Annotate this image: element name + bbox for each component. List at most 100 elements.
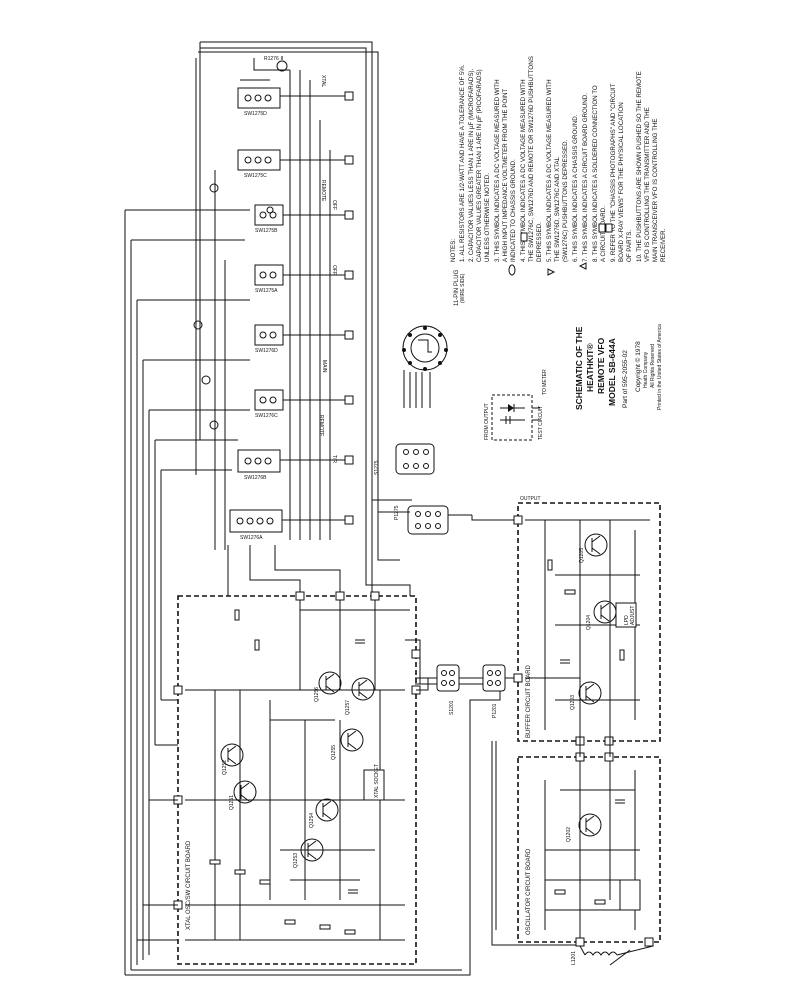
title-line-1: SCHEMATIC OF THE [574,326,584,410]
lpd-label: LPD [624,615,630,625]
transistor-q1257: Q1257 [345,677,375,715]
connectors-mid: P1275 S1201 P1201 [372,499,518,718]
transistor-q1253: Q1253 [293,838,324,868]
board-oscillator: OSCILLATOR CIRCUIT BOARD Q1202 [517,741,661,966]
title-line-4: MODEL SB-644A [607,338,617,406]
switch-sw1275b: SW1275B [254,204,284,234]
note-6: 6. THIS SYMBOL INDICATES A CHASSIS GROUN… [572,114,579,262]
svg-text:R1276: R1276 [264,56,279,62]
plug-p1275-label: P1275 [394,505,400,520]
note-9c: OF PARTS. [626,230,633,262]
transistor-q1252: Q1252 [220,743,244,775]
note-10a: 10. THE PUSHBUTTONS ARE SHOWN PUSHED SO … [636,71,643,262]
switch-wiring: R1276 [124,41,471,976]
note-symbols [508,223,613,276]
xtal-socket-label: XTAL SOCKET [374,764,380,798]
switch-label-1275b: SW1275B [255,228,278,234]
plug-label: 11-PIN PLUG [454,269,460,306]
transistor-q1203: Q1203 [570,681,602,710]
note-4c: DEPRESSED. [536,222,543,262]
socket-s1275-label: S1275 [374,460,380,475]
switch-sw1276d: SW1276D [254,324,284,354]
title-copyright: Copyright © 1978 [634,341,642,392]
label-off: OFF [331,200,337,210]
label-q1256: Q1256 [314,687,320,702]
switch-label-1276a: SW1276A [240,535,263,541]
switch-sw1275c: SW1275C [237,149,281,179]
title-line-3: REMOTE VFO [596,337,606,394]
label-q1251: Q1251 [229,795,235,810]
switch-label-1276d: SW1276D [255,348,278,354]
label-q1254: Q1254 [309,813,315,828]
switch-sw1276a: SW1276A [229,509,283,541]
label-remote: REMOTE [320,180,326,202]
note-8a: 8. THIS SYMBOL INDICATES A SOLDERED CONN… [592,85,599,262]
switch-sw1276c: SW1276C [254,389,284,419]
board-label-buffer: BUFFER CIRCUIT BOARD [526,664,532,738]
interconnects [137,500,576,946]
socket-s1201-label: S1201 [449,700,455,715]
test-circuit-label: TEST CIRCUIT [538,406,544,440]
board-buffer: BUFFER CIRCUIT BOARD OUTPUT Q1205 Q1204 [513,496,661,746]
label-q1255: Q1255 [331,745,337,760]
transistor-q1251: Q1251 [229,780,257,810]
transistor-q1205: Q1205 [579,533,608,563]
label-q1204: Q1204 [586,615,592,630]
switch-sections: SW1275D SW1275C SW1275B SW1275A SW1276D … [193,87,284,541]
transistor-q1255: Q1255 [331,728,364,760]
label-q1202: Q1202 [566,827,572,842]
note-10d: RECEIVER. [660,228,667,262]
plug-area: 11-PIN PLUG (WIRE SIDE) S1275 TEST CIRCU… [374,269,548,475]
note-10c: MAIN TRANSCEIVER VFO IS CONTROLLING THE [652,119,659,262]
note-10b: VFO IS CONTROLLING THE TRANSMITTER AND T… [644,107,651,262]
switch-sw1276b: SW1276B [237,449,281,481]
note-5a: 5. THIS SYMBOL INDICATES A DC VOLTAGE ME… [546,79,553,262]
transistor-q1202: Q1202 [566,813,602,842]
note-9a: 9. REFER TO THE "CHASSIS PHOTOGRAPHS" AN… [610,83,617,262]
note-8b: A CIRCUIT BOARD. [600,206,607,262]
label-main: MAIN [321,360,327,373]
label-q1203: Q1203 [570,695,576,710]
from-output-label: FROM OUTPUT [484,403,490,440]
note-5c: (SW1276C) PUSHBUTTONS DEPRESSED. [562,139,569,262]
label-q1252: Q1252 [222,760,228,775]
adjust-label: ADJUST [630,606,636,625]
label-q1253: Q1253 [293,853,299,868]
transistor-q1254: Q1254 [309,798,339,828]
title-block: SCHEMATIC OF THE HEATHKIT® REMOTE VFO MO… [574,324,663,410]
board-label-xtal: XTAL OSC/SW CIRCUIT BOARD [186,840,192,930]
coil-l1201-label: L1201 [571,951,577,965]
board-label-oscillator: OSCILLATOR CIRCUIT BOARD [526,848,532,935]
notes-block: NOTES: 1. ALL RESISTORS ARE 1/2-WATT AND… [450,56,667,262]
title-printed: Printed in the United States of America [657,324,663,410]
note-3a: 3. THIS SYMBOL INDICATES A DC VOLTAGE ME… [494,79,501,262]
note-1: 1. ALL RESISTORS ARE 1/2-WATT AND HAVE A… [459,64,466,262]
title-part: Part of 595-2055-02 [622,350,629,408]
note-3c: INDICATED TO CHASSIS GROUND. [510,159,517,262]
switch-label-1275d: SW1275D [244,111,267,117]
title-line-2: HEATHKIT® [585,343,595,392]
switch-label-1275c: SW1275C [244,173,267,179]
title-company: Heath Company [643,351,649,388]
note-5b: THE SW1276D, SW1276C AND XTAL [554,156,561,262]
output-label: OUTPUT [520,496,541,502]
note-2c: UNLESS OTHERWISE NOTED. [484,173,491,262]
label-q1205: Q1205 [579,548,585,563]
plug-sublabel: (WIRE SIDE) [460,273,466,303]
note-9b: BOARD X-RAY VIEWS" FOR THE PHYSICAL LOCA… [618,102,625,262]
note-4a: 4. THIS SYMBOL INDICATES A DC VOLTAGE ME… [520,79,527,262]
board-xtal-osc: XTAL OSC/SW CIRCUIT BOARD [173,591,421,965]
transistor-q1204: Q1204 [586,600,617,630]
label-remote-2: REMOTE [318,415,324,437]
switch-label-1276b: SW1276B [244,475,267,481]
note-4b: THE SW1276C, SW1276D AND REMOTE OR SW127… [528,56,535,262]
label-q1257: Q1257 [345,700,351,715]
plug-p1201-label: P1201 [492,703,498,718]
switch-label-1276c: SW1276C [255,413,278,419]
title-rights: All Rights Reserved [650,344,656,388]
note-3b: A HIGH INPUT IMPEDANCE VOLTMETER FROM TH… [502,89,509,262]
switch-label-1275a: SW1275A [255,288,278,294]
to-meter-label: TO METER [542,369,548,395]
